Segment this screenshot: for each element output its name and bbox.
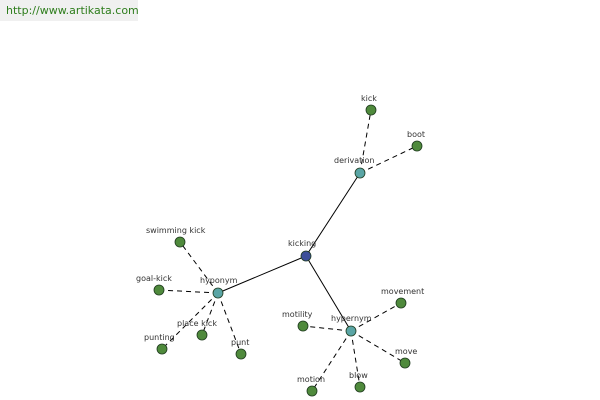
edge-hyponym-punt	[217, 292, 242, 355]
node-label-swimming-kick: swimming kick	[146, 226, 206, 235]
node-label-movement: movement	[381, 287, 424, 296]
node-label-kick: kick	[361, 94, 377, 103]
edge-derivation-boot	[359, 145, 418, 174]
node-label-hypernym: hypernym	[331, 314, 372, 323]
node-label-blow: blow	[349, 371, 368, 380]
node-hyponym[interactable]	[212, 287, 224, 299]
node-label-punt: punt	[231, 338, 249, 347]
node-punting[interactable]	[156, 343, 168, 355]
edge-hyponym-punting	[161, 292, 219, 350]
source-bar: http://www.artikata.com	[0, 0, 139, 21]
node-label-boot: boot	[407, 130, 425, 139]
node-punt[interactable]	[235, 348, 247, 360]
node-place-kick[interactable]	[196, 329, 208, 341]
node-label-hyponym: hyponym	[200, 276, 238, 285]
node-movement[interactable]	[395, 297, 407, 309]
edge-hypernym-movement	[350, 302, 402, 332]
edge-kicking-hyponym	[217, 255, 307, 294]
edge-hypernym-motility	[302, 325, 352, 332]
node-label-kicking: kicking	[288, 239, 316, 248]
node-label-goal-kick: goal-kick	[136, 274, 172, 283]
node-hypernym[interactable]	[345, 325, 357, 337]
edge-hypernym-move	[350, 330, 406, 364]
node-kicking[interactable]	[300, 250, 312, 262]
node-motion[interactable]	[306, 385, 318, 397]
edge-hypernym-motion	[311, 330, 352, 392]
node-boot[interactable]	[411, 140, 423, 152]
node-kick[interactable]	[365, 104, 377, 116]
node-swimming-kick[interactable]	[174, 236, 186, 248]
node-label-motility: motility	[282, 310, 313, 319]
edge-hyponym-goal-kick	[158, 289, 219, 294]
node-label-derivation: derivation	[334, 156, 374, 165]
node-label-place-kick: place kick	[177, 319, 217, 328]
node-goal-kick[interactable]	[153, 284, 165, 296]
edges-layer	[158, 109, 418, 392]
node-blow[interactable]	[354, 381, 366, 393]
node-label-move: move	[395, 347, 417, 356]
edge-hyponym-swimming-kick	[179, 241, 219, 294]
edge-hyponym-place-kick	[201, 292, 219, 336]
node-derivation[interactable]	[354, 167, 366, 179]
node-motility[interactable]	[297, 320, 309, 332]
node-label-motion: motion	[297, 375, 325, 384]
source-link[interactable]: http://www.artikata.com	[6, 4, 139, 17]
nodes-layer	[153, 104, 423, 397]
edge-derivation-kick	[359, 109, 372, 174]
edge-kicking-derivation	[305, 172, 361, 257]
labels-layer: kicking derivation hyponym hypernym kick boot…	[136, 94, 425, 384]
node-label-punting: punting	[144, 333, 175, 342]
edge-hypernym-blow	[350, 330, 361, 388]
node-move[interactable]	[399, 357, 411, 369]
edge-kicking-hypernym	[305, 255, 352, 332]
